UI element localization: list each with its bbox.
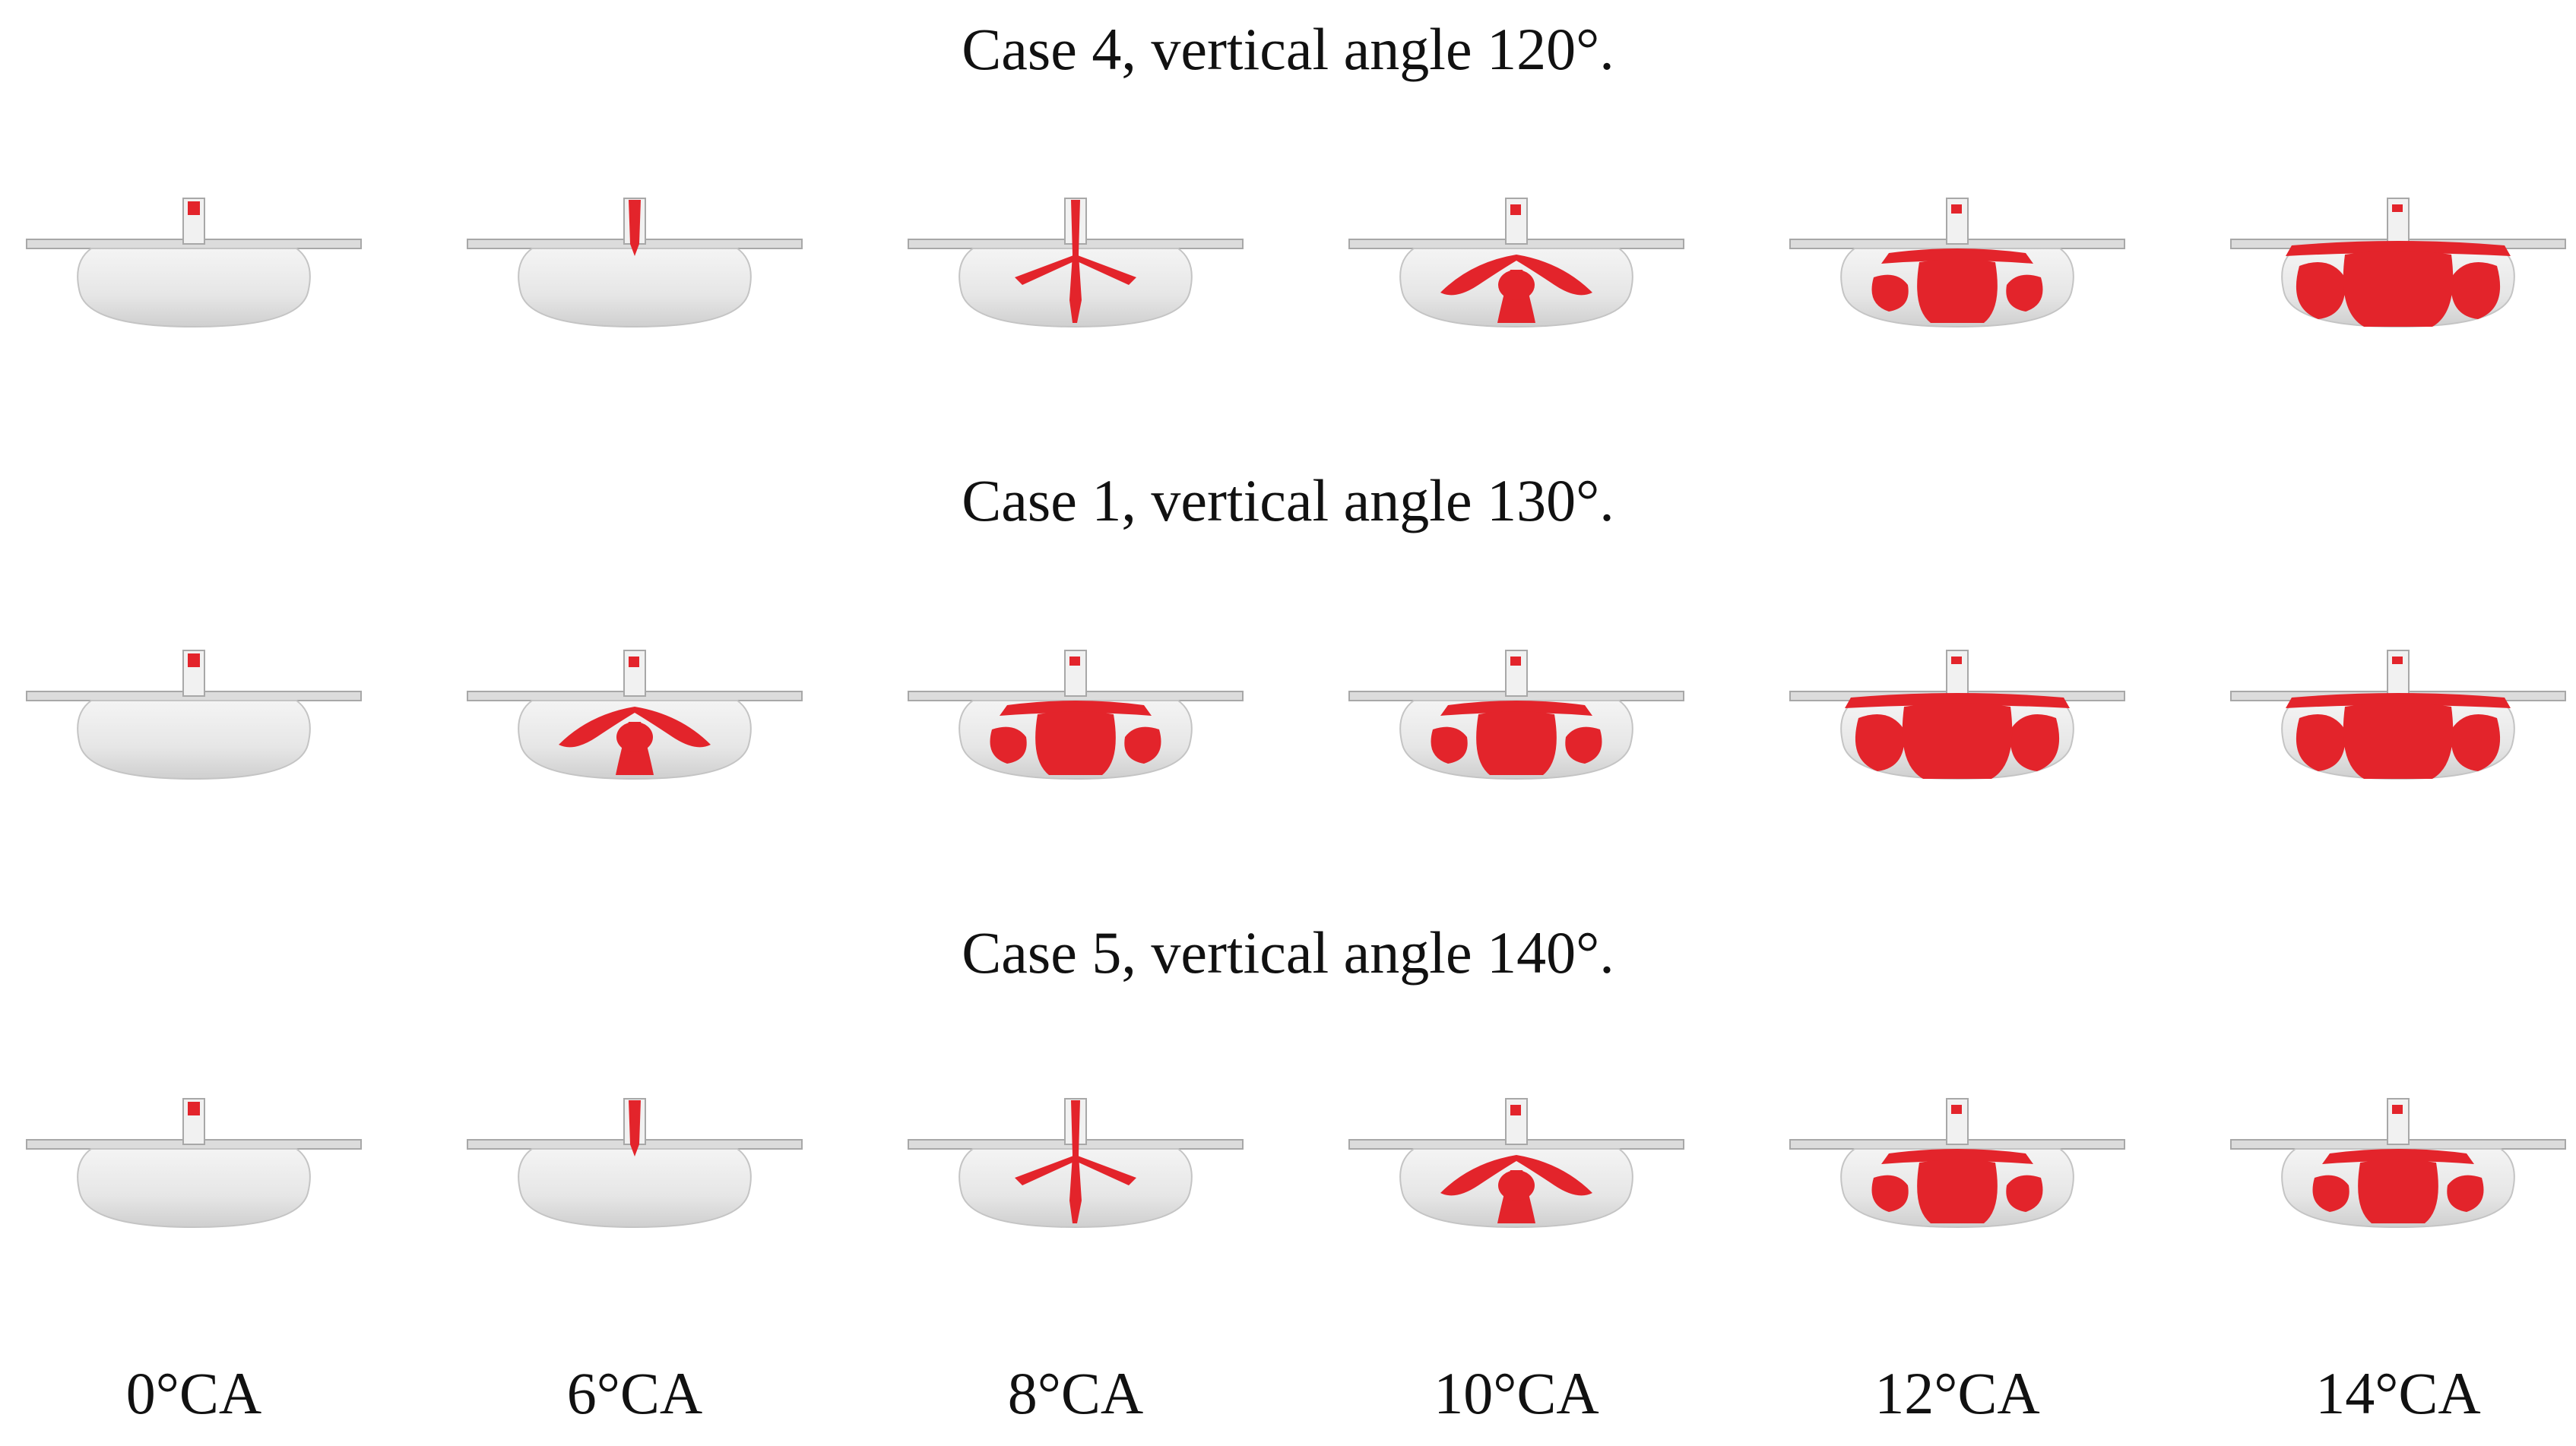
spray-image-case-4-0ca <box>19 171 369 346</box>
spray-image-case-5-0ca <box>19 1071 369 1246</box>
spray-image-case-1-14ca <box>2223 623 2573 798</box>
spray-image-case-5-8ca <box>901 1071 1250 1246</box>
spray-image-case-4-10ca <box>1342 171 1691 346</box>
spray-image-case-4-12ca <box>1782 171 2132 346</box>
spray-image-case-1-12ca <box>1782 623 2132 798</box>
spray-image-case-1-10ca <box>1342 623 1691 798</box>
ca-label-8: 8°CA <box>1007 1360 1144 1426</box>
spray-image-case-1-8ca <box>901 623 1250 798</box>
ca-label-14: 14°CA <box>2315 1360 2481 1426</box>
spray-image-case-5-14ca <box>2223 1071 2573 1246</box>
row-title-case-1: Case 1, vertical angle 130°. <box>962 467 1614 533</box>
spray-image-case-5-6ca <box>460 1071 810 1246</box>
spray-image-case-1-6ca <box>460 623 810 798</box>
spray-image-case-4-8ca <box>901 171 1250 346</box>
ca-label-6: 6°CA <box>566 1360 703 1426</box>
row-title-case-4: Case 4, vertical angle 120°. <box>962 16 1614 82</box>
spray-image-case-5-12ca <box>1782 1071 2132 1246</box>
ca-label-0: 0°CA <box>125 1360 262 1426</box>
ca-label-10: 10°CA <box>1434 1360 1599 1426</box>
spray-image-case-5-10ca <box>1342 1071 1691 1246</box>
row-title-case-5: Case 5, vertical angle 140°. <box>962 919 1614 986</box>
spray-image-case-1-0ca <box>19 623 369 798</box>
spray-image-case-4-14ca <box>2223 171 2573 346</box>
spray-image-case-4-6ca <box>460 171 810 346</box>
ca-label-12: 12°CA <box>1874 1360 2040 1426</box>
